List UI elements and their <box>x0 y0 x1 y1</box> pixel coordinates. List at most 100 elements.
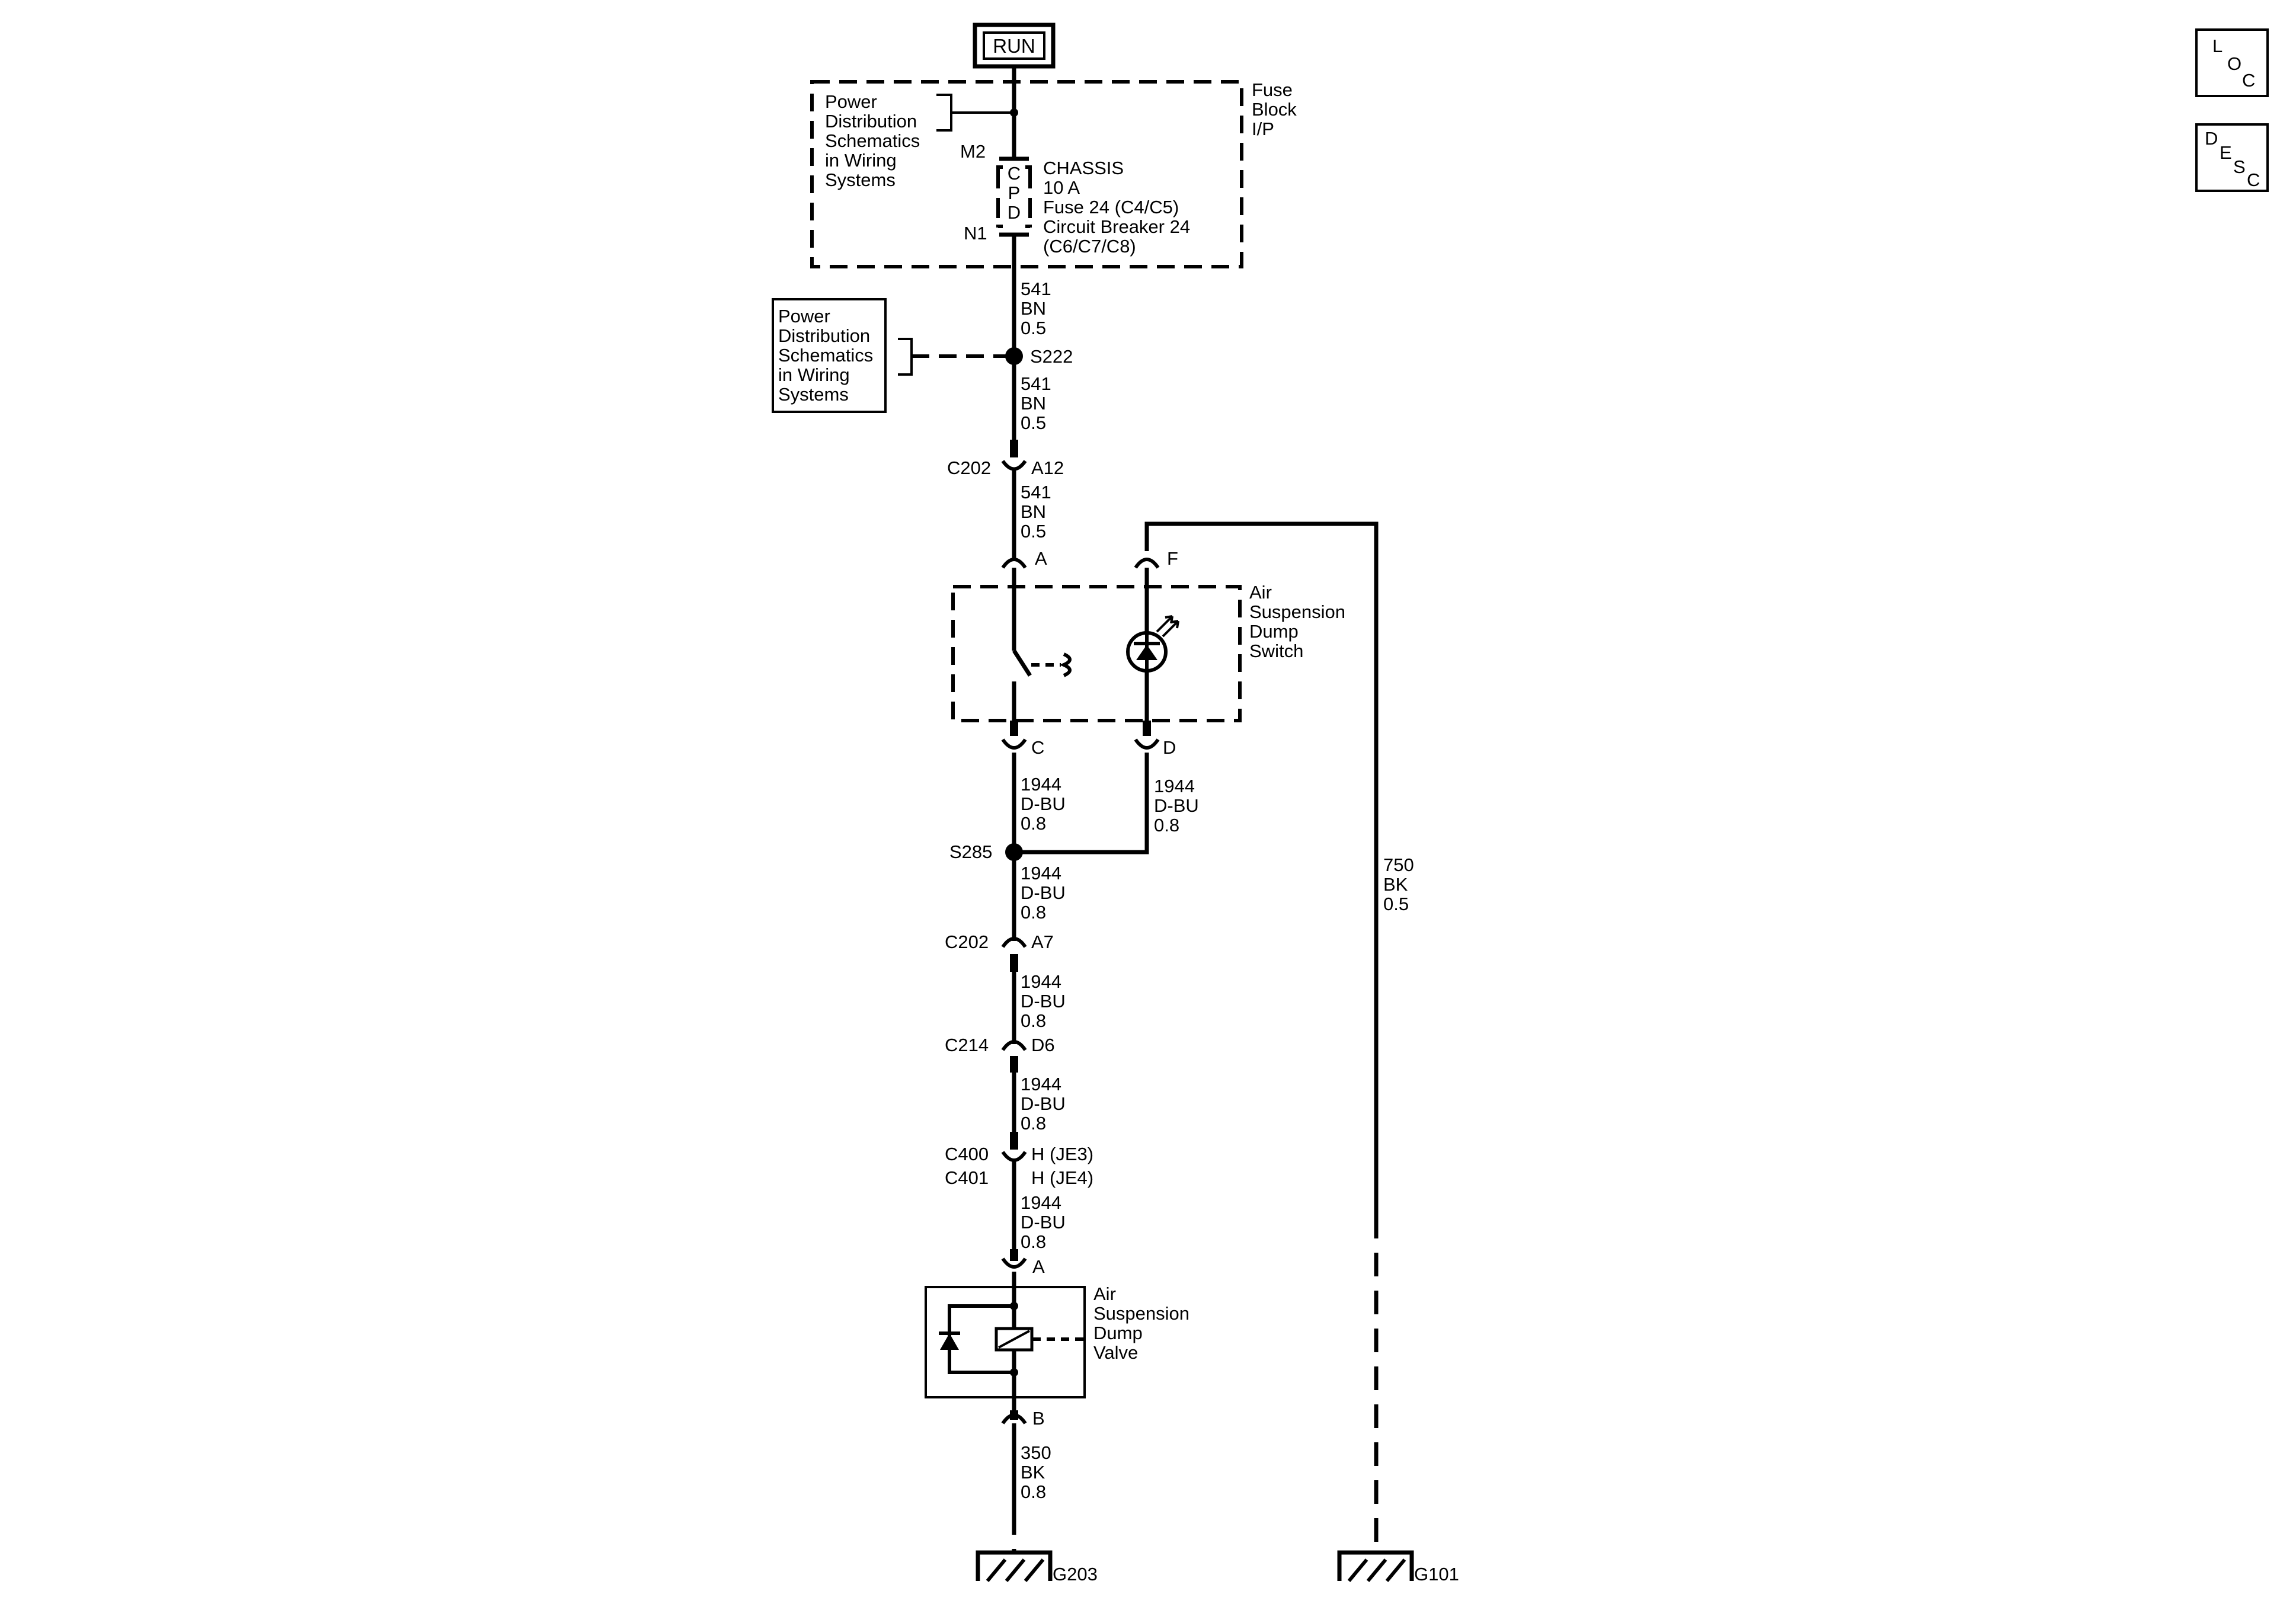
wire-label-line: 0.5 <box>1383 894 1409 914</box>
wire-label-line: BN <box>1021 501 1046 522</box>
wire-label-line: D-BU <box>1021 882 1066 903</box>
fuse-block-name-line: I/P <box>1252 119 1274 139</box>
ref-line: Power <box>825 91 877 112</box>
icon-letter: E <box>2220 142 2232 163</box>
fuse-block-power-ref[interactable]: Power Distribution Schematics in Wiring … <box>825 91 1011 190</box>
valve-pin-a <box>1001 1257 1027 1269</box>
component-name-line: Valve <box>1093 1342 1138 1363</box>
wire-1944-from-d <box>1014 753 1149 854</box>
component-name-line: Switch <box>1249 641 1303 661</box>
valve-pin-b <box>1001 1413 1027 1425</box>
wire-label-line: 541 <box>1021 373 1051 394</box>
icon-letter: S <box>2233 156 2246 177</box>
wire-label-line: D-BU <box>1154 795 1199 816</box>
led-light-arrows-icon <box>1156 615 1179 638</box>
wire-750 <box>1144 521 1379 1215</box>
fuse-line: (C6/C7/C8) <box>1043 236 1136 257</box>
valve-name: Air Suspension Dump Valve <box>1093 1283 1189 1363</box>
wire-label-line: 1944 <box>1021 1192 1061 1213</box>
icon-letter: D <box>2205 128 2218 149</box>
ref-bracket <box>936 94 1011 132</box>
wire-1944-label-d: 1944 D-BU 0.8 <box>1154 776 1199 836</box>
wire-750-label: 750 BK 0.5 <box>1383 854 1414 914</box>
ref-line: Systems <box>778 384 849 405</box>
fuse-line: CHASSIS <box>1043 158 1124 178</box>
loc-icon[interactable]: L O C <box>2195 28 2269 97</box>
wire-label-line: BN <box>1021 393 1046 414</box>
desc-icon[interactable]: D E S C <box>2195 123 2269 192</box>
connector-name: C202 <box>947 457 991 478</box>
run-label: RUN <box>993 35 1035 57</box>
component-name-line: Air <box>1093 1283 1116 1304</box>
splice-s222 <box>1005 347 1023 365</box>
wire-1944-label-c: 1944 D-BU 0.8 <box>1021 971 1066 1031</box>
connector-pin: A7 <box>1031 932 1054 952</box>
fuse-block-bus-node <box>1010 108 1018 117</box>
wire-541-label-a: 541 BN 0.5 <box>1021 279 1051 338</box>
m2-label: M2 <box>960 141 986 162</box>
wire-541-label-c: 541 BN 0.5 <box>1021 482 1051 542</box>
pin-label: D <box>1163 737 1176 758</box>
connector-c202-a12: C202 A12 <box>947 440 1064 478</box>
wire-541-label-b: 541 BN 0.5 <box>1021 373 1051 433</box>
fuse-24-label: CHASSIS 10 A Fuse 24 (C4/C5) Circuit Bre… <box>1043 158 1190 257</box>
run-power-source: RUN <box>973 23 1056 69</box>
connector-pin: D6 <box>1031 1035 1055 1055</box>
ground-label: G203 <box>1053 1564 1098 1585</box>
wire-label-line: 0.5 <box>1021 318 1046 338</box>
pin-label: F <box>1167 548 1178 569</box>
fuse-letter: P <box>1008 183 1021 203</box>
component-name-line: Suspension <box>1249 601 1345 622</box>
connector-name: C401 <box>945 1167 989 1188</box>
wire-label-line: 0.8 <box>1021 902 1046 923</box>
icon-letter: L <box>2212 36 2223 56</box>
ref-line: Power <box>778 306 830 327</box>
fuse-letter: C <box>1008 163 1021 184</box>
switch-pin-f <box>1134 558 1160 569</box>
wire-label-line: 750 <box>1383 854 1414 875</box>
diode-triangle <box>940 1333 959 1350</box>
switch-pin-a <box>1001 558 1027 569</box>
connector-c400-c401: C400 H (JE3) C401 H (JE4) <box>945 1132 1093 1188</box>
switch-pin-d <box>1134 738 1160 750</box>
connector-name: C202 <box>945 932 989 952</box>
ground-label: G101 <box>1414 1564 1459 1585</box>
wire-1944-label-b: 1944 D-BU 0.8 <box>1021 863 1066 923</box>
component-name-line: Dump <box>1093 1323 1143 1343</box>
wire-label-line: 1944 <box>1021 863 1061 884</box>
connector-c202-a7: C202 A7 <box>945 932 1054 972</box>
splice-s285 <box>1005 843 1023 861</box>
wire-label-line: BN <box>1021 298 1046 319</box>
wire-label-line: 0.5 <box>1021 412 1046 433</box>
air-suspension-dump-switch: A F Air Suspension Dump Switch <box>951 548 1345 758</box>
fuse-bracket <box>996 165 1032 228</box>
fuse-block-name-line: Block <box>1252 99 1297 120</box>
ref-bracket <box>898 338 913 376</box>
switch-pin-c <box>1001 738 1027 750</box>
switch-blade <box>1012 649 1032 677</box>
wire-label-line: BK <box>1383 874 1408 895</box>
ref-line: Schematics <box>778 345 873 366</box>
n1-label: N1 <box>964 223 987 244</box>
pin-label: B <box>1032 1408 1045 1429</box>
wire-label-line: 0.8 <box>1021 813 1046 834</box>
ref-line: Distribution <box>778 325 870 346</box>
splice-power-ref-box[interactable]: Power Distribution Schematics in Wiring … <box>772 298 913 413</box>
connector-name: C400 <box>945 1144 989 1164</box>
wire-label-line: 0.8 <box>1154 815 1179 836</box>
ref-line: Distribution <box>825 111 917 132</box>
connector-pin: H (JE3) <box>1031 1144 1093 1164</box>
icon-letter: C <box>2247 169 2260 190</box>
wire-label-line: 0.8 <box>1021 1231 1046 1252</box>
switch-name: Air Suspension Dump Switch <box>1249 582 1345 661</box>
wire-label-line: D-BU <box>1021 1212 1066 1233</box>
wire-1944-label-e: 1944 D-BU 0.8 <box>1021 1074 1066 1134</box>
fuse-letter: D <box>1008 202 1021 223</box>
wire-label-line: 0.8 <box>1021 1113 1046 1134</box>
wire-label-line: 0.8 <box>1021 1010 1046 1031</box>
switch-actuator <box>1059 652 1072 677</box>
component-name-line: Dump <box>1249 621 1299 642</box>
fuse-line: Circuit Breaker 24 <box>1043 216 1190 237</box>
connector-name: C214 <box>945 1035 989 1055</box>
wire-1944-label-a: 1944 D-BU 0.8 <box>1021 774 1066 834</box>
